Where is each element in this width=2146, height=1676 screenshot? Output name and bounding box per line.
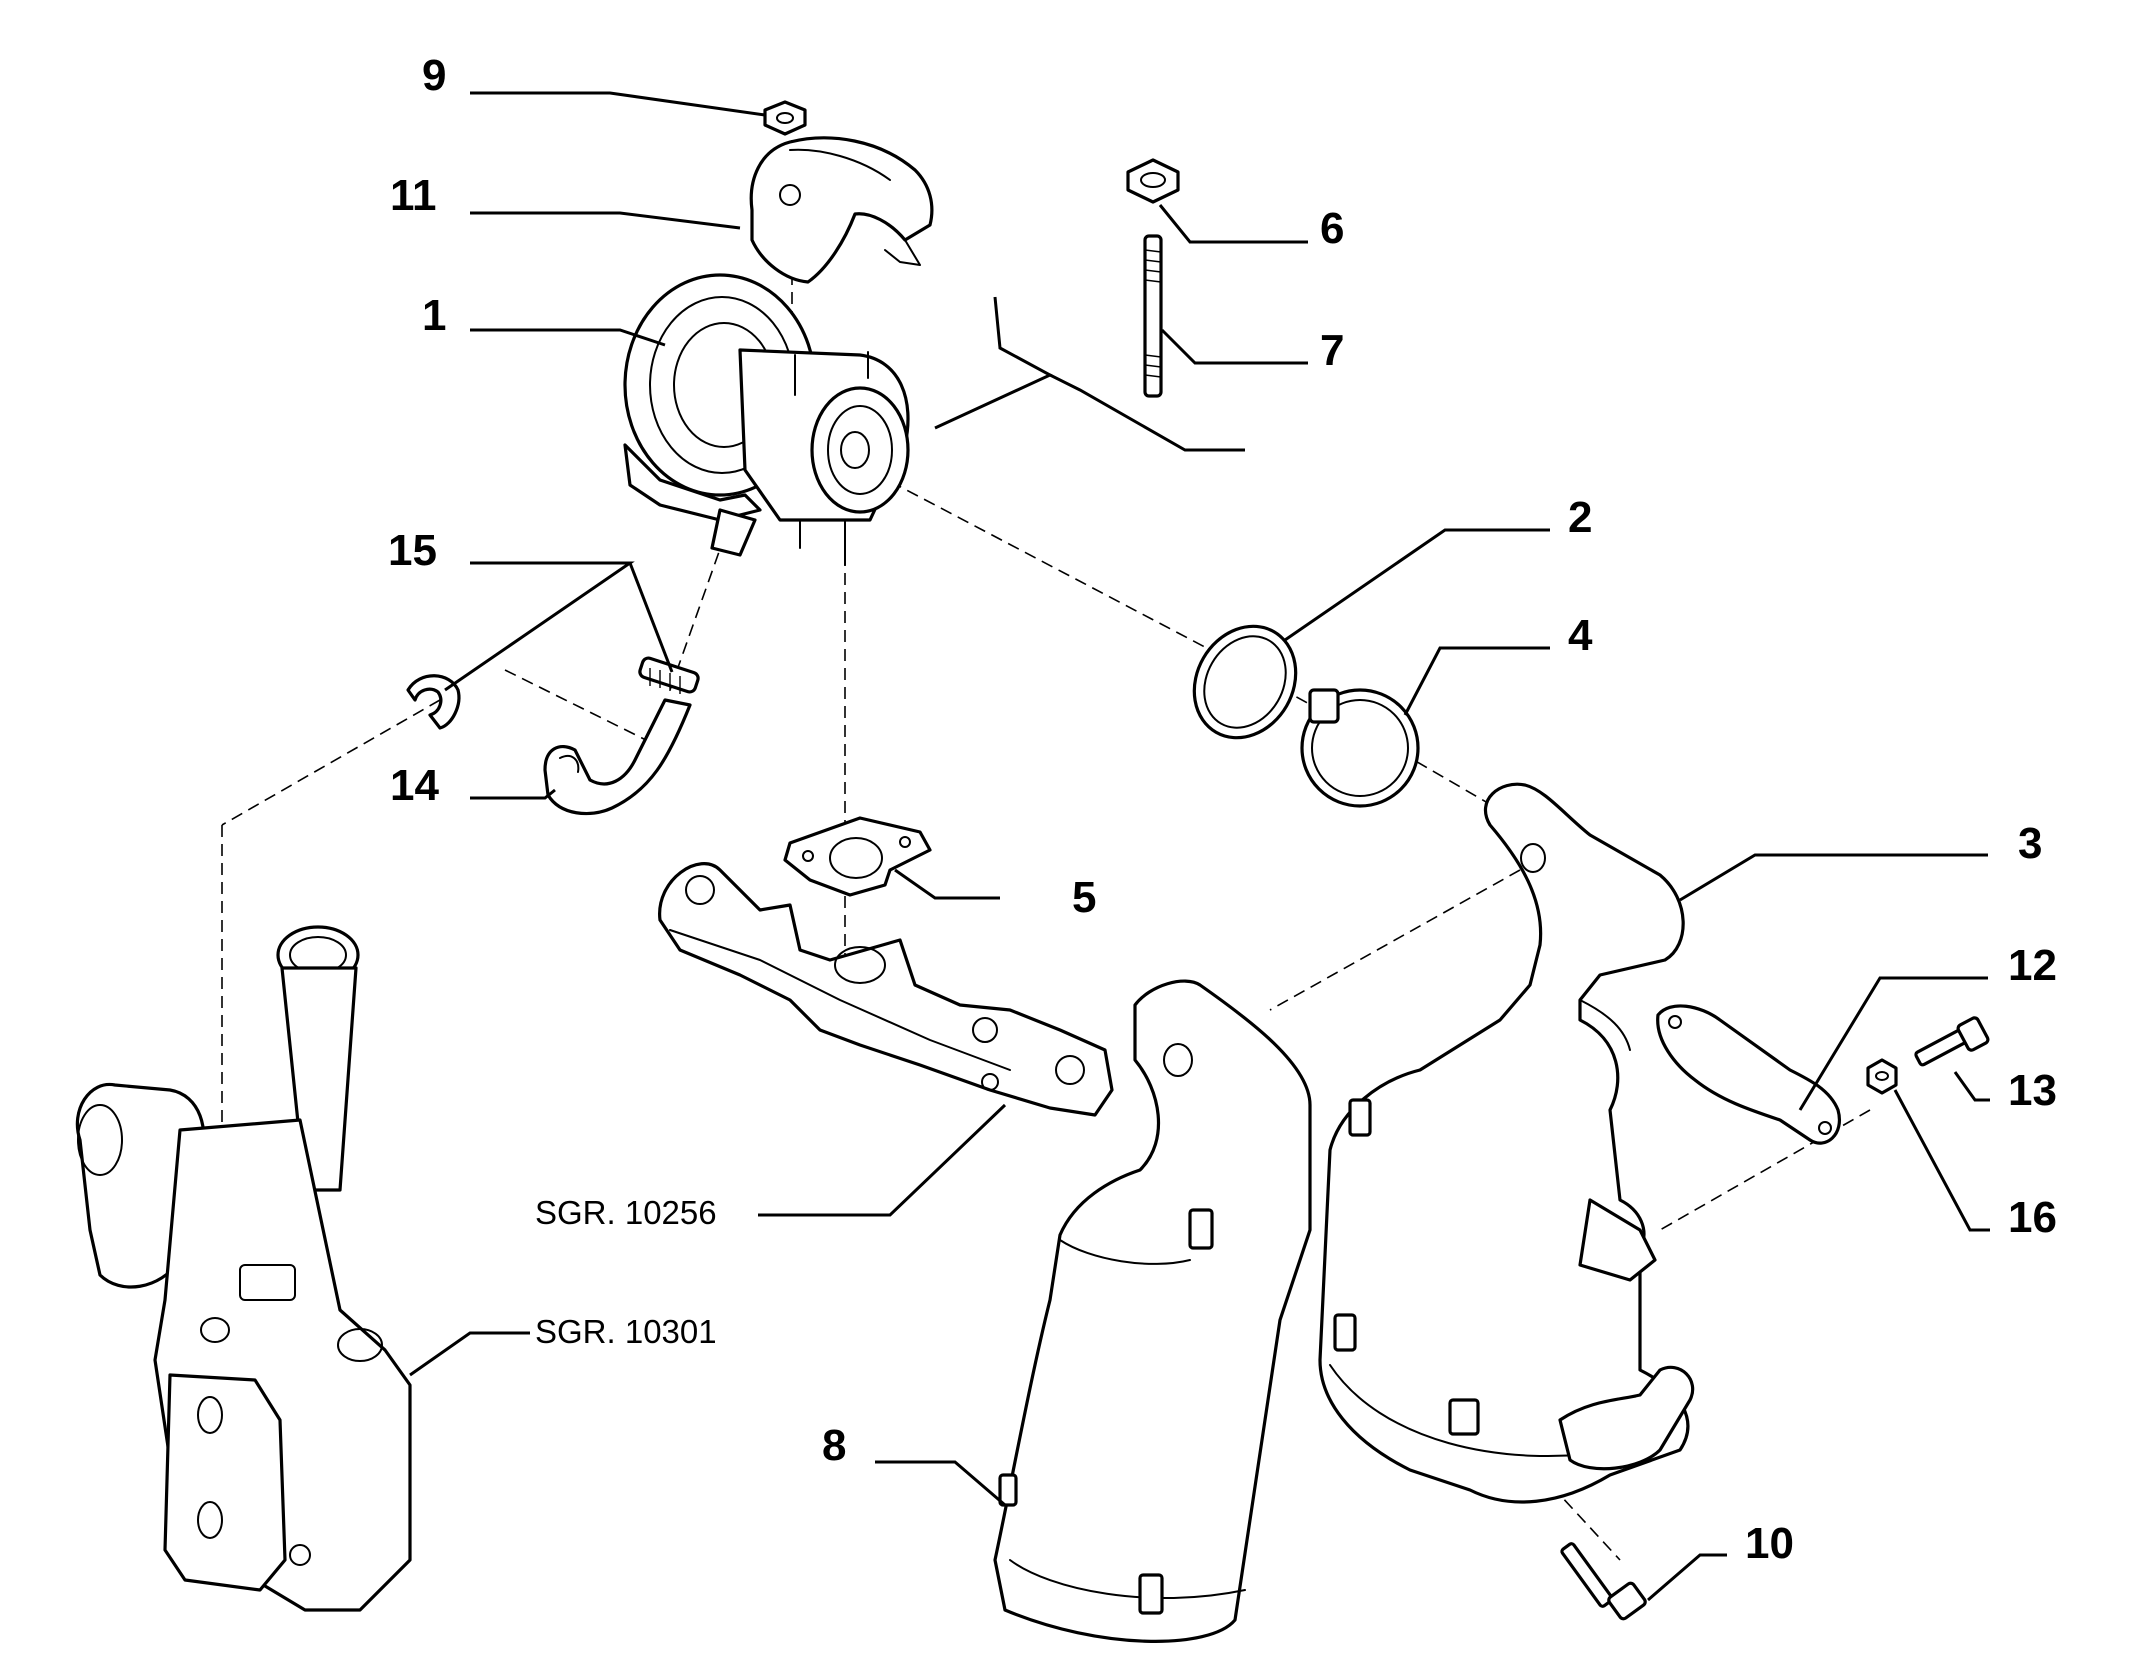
exhaust-manifold-ref-10256 <box>658 862 1114 1117</box>
callout-11: 11 <box>390 171 437 220</box>
hose-part-14 <box>543 698 692 816</box>
callout-9: 9 <box>422 51 446 100</box>
callout-6: 6 <box>1320 204 1344 253</box>
catalytic-converter-part-8 <box>993 979 1312 1643</box>
reference-oil-filter: SGR. 10301 <box>535 1313 717 1350</box>
callout-2: 2 <box>1568 493 1592 542</box>
bolt-part-13 <box>1914 1016 1990 1067</box>
gasket-plate-part-12 <box>1656 1004 1841 1145</box>
callout-16: 16 <box>2008 1193 2057 1242</box>
leader-lines <box>409 91 1990 1602</box>
turbocharger-part-1 <box>623 273 910 566</box>
reference-manifold: SGR. 10256 <box>535 1194 717 1231</box>
oil-filter-housing-ref-10301 <box>75 925 412 1612</box>
callout-3: 3 <box>2018 819 2042 868</box>
nut-part-16 <box>1866 1058 1898 1095</box>
stud-part-7 <box>1143 234 1163 398</box>
callout-10: 10 <box>1745 1519 1794 1568</box>
callout-5: 5 <box>1072 873 1096 922</box>
particulate-filter-part-3 <box>1318 782 1695 1504</box>
callout-4: 4 <box>1568 611 1593 660</box>
callout-13: 13 <box>2008 1066 2057 1115</box>
callout-8: 8 <box>822 1421 846 1470</box>
callout-12: 12 <box>2008 941 2057 990</box>
callout-7: 7 <box>1320 326 1344 375</box>
heat-shield-part-11 <box>749 136 934 284</box>
clamp-part-4 <box>1300 688 1420 808</box>
callout-15: 15 <box>388 526 437 575</box>
gasket-ring-part-2 <box>1192 624 1298 740</box>
callout-labels: 9 11 1 15 14 6 7 2 4 5 3 12 13 16 10 8 S… <box>388 51 2057 1568</box>
bolt-part-10 <box>1560 1542 1647 1621</box>
gasket-part-5 <box>783 816 932 897</box>
callout-1: 1 <box>422 291 446 340</box>
nut-part-6 <box>1126 158 1180 204</box>
callout-14: 14 <box>390 761 439 810</box>
nut-part-9 <box>763 100 807 136</box>
